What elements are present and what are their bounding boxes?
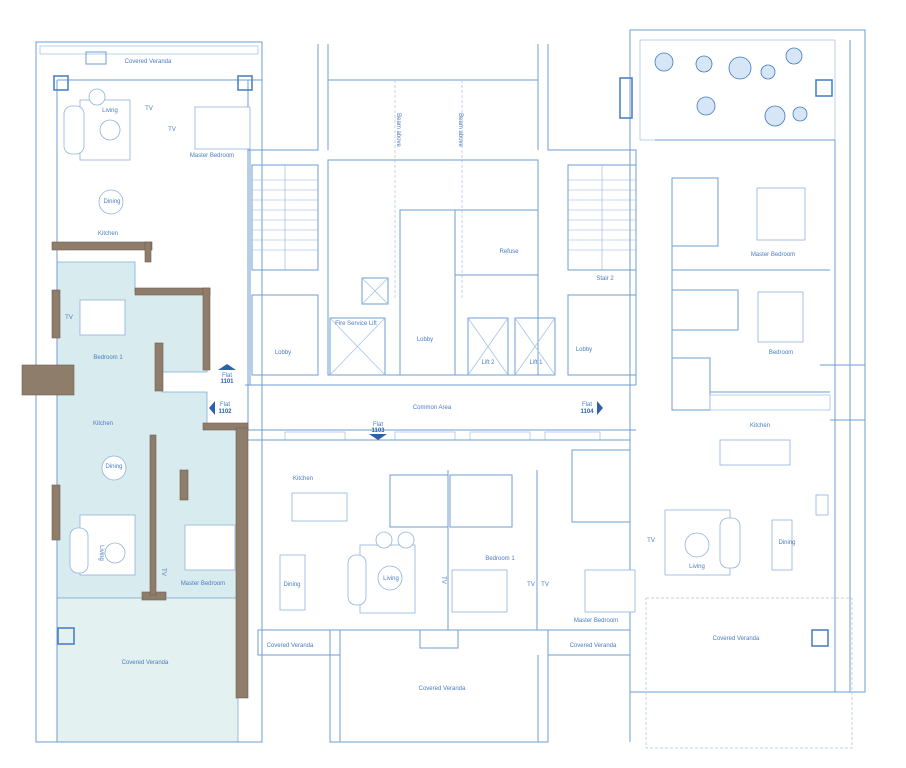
plant-icons: [654, 47, 808, 127]
plant-icon: [792, 106, 808, 122]
label-living: Living: [689, 564, 705, 570]
entrance-label: Flat: [222, 373, 232, 379]
arrow-down-icon: [369, 434, 387, 440]
entrance-number: 1104: [580, 409, 594, 415]
label-covered-veranda: Covered Veranda: [419, 686, 466, 692]
plant-icon: [654, 52, 674, 72]
label-covered-veranda: Covered Veranda: [570, 643, 617, 649]
label-covered-veranda: Covered Veranda: [125, 59, 172, 65]
label-master-bedroom: Master Bedroom: [751, 252, 795, 258]
label-kitchen: Kitchen: [750, 423, 770, 429]
label-dining: Dining: [778, 540, 795, 546]
label-refuse: Refuse: [499, 249, 519, 255]
arrow-left-icon: [209, 401, 215, 415]
label-covered-veranda: Covered Veranda: [122, 660, 169, 666]
building-outline: [35, 29, 866, 749]
label-tv: TV: [168, 127, 176, 133]
label-bedroom-1: Bedroom 1: [93, 355, 123, 361]
label-dining: Dining: [283, 582, 300, 588]
label-beam-above: Beam above: [395, 113, 401, 147]
label-tv: TV: [160, 568, 166, 576]
plant-icon: [695, 55, 713, 73]
label-tv: TV: [65, 315, 73, 321]
entrance-flat-1104[interactable]: Flat 1104: [580, 401, 603, 415]
label-covered-veranda: Covered Veranda: [713, 636, 760, 642]
label-tv: TV: [440, 576, 446, 584]
arrow-up-icon: [218, 364, 236, 370]
label-dining: Dining: [103, 199, 120, 205]
label-beam-above: Beam above: [457, 113, 463, 147]
label-kitchen: Kitchen: [93, 421, 113, 427]
label-tv: TV: [145, 106, 153, 112]
label-living: Living: [98, 545, 104, 561]
label-tv: TV: [647, 538, 655, 544]
label-bedroom-1: Bedroom 1: [485, 556, 515, 562]
label-lift-2: Lift 2: [481, 360, 495, 366]
label-covered-veranda: Covered Veranda: [267, 643, 314, 649]
plant-icon: [728, 56, 752, 80]
structural-walls: [21, 241, 249, 699]
furniture: [63, 88, 829, 614]
entrance-number: 1102: [218, 409, 232, 415]
label-kitchen: Kitchen: [98, 231, 118, 237]
label-master-bedroom: Master Bedroom: [181, 581, 225, 587]
entrance-flat-1102[interactable]: Flat 1102: [209, 401, 232, 415]
label-living: Living: [383, 576, 399, 582]
label-master-bedroom: Master Bedroom: [574, 618, 618, 624]
label-master-bedroom: Master Bedroom: [190, 153, 234, 159]
columns: [53, 75, 833, 647]
plant-icon: [785, 47, 803, 65]
entrance-number: 1101: [220, 379, 234, 385]
entrance-label: Flat: [582, 402, 592, 408]
label-fire-service-lift: Fire Service Lift: [335, 321, 377, 327]
label-lobby: Lobby: [275, 350, 291, 356]
label-kitchen: Kitchen: [293, 476, 313, 482]
label-living: Living: [102, 108, 118, 114]
label-tv: TV: [541, 582, 549, 588]
label-common-area: Common Area: [413, 405, 452, 411]
label-tv: TV: [527, 582, 535, 588]
entrance-label: Flat: [220, 402, 230, 408]
flat-1102-highlight[interactable]: [56, 261, 241, 743]
entrance-label: Flat: [373, 422, 383, 428]
label-lobby: Lobby: [417, 337, 433, 343]
plant-icon: [696, 96, 716, 116]
plant-icon: [764, 105, 786, 127]
arrow-right-icon: [597, 401, 603, 415]
label-bedroom: Bedroom: [769, 350, 793, 356]
label-stair-2: Stair 2: [596, 276, 614, 282]
entrance-number: 1103: [371, 428, 385, 434]
entrance-flat-1103[interactable]: Flat 1103: [369, 422, 387, 440]
label-lift-1: Lift 1: [529, 360, 543, 366]
label-lobby: Lobby: [576, 347, 592, 353]
entrance-flat-1101[interactable]: Flat 1101: [218, 364, 236, 385]
plant-icon: [760, 64, 776, 80]
label-dining: Dining: [105, 464, 122, 470]
